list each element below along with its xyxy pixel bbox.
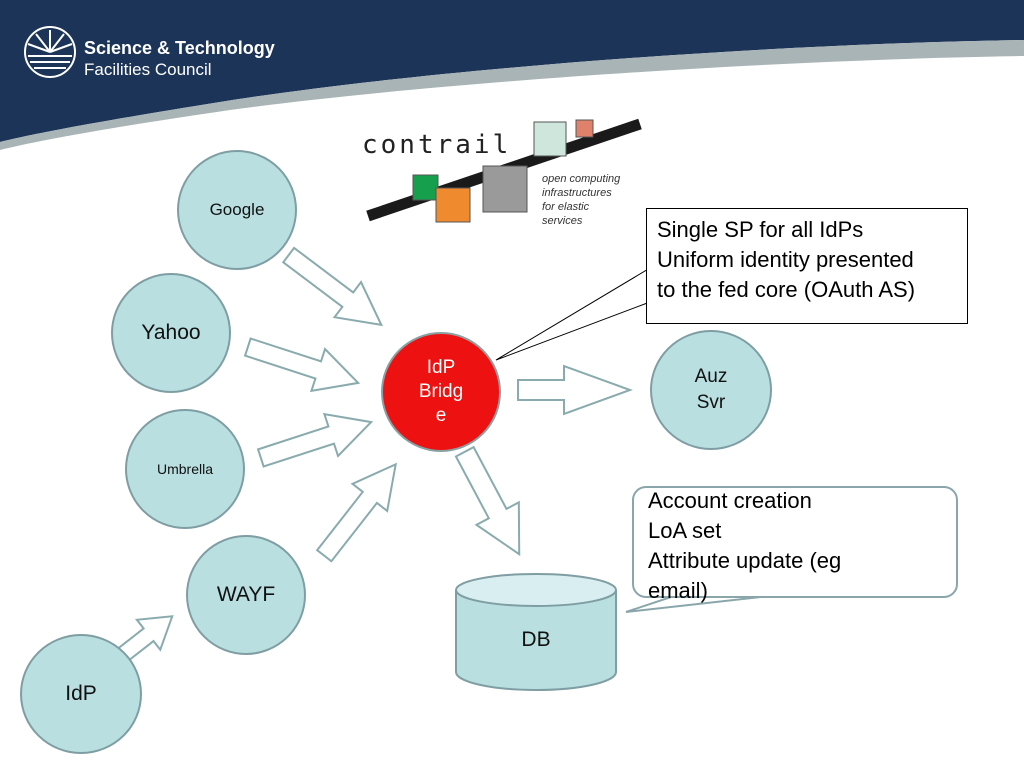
arrow-idp-to-wayf xyxy=(115,615,174,664)
org-name-line1: Science & Technology xyxy=(84,38,275,58)
db-label: DB xyxy=(521,628,551,651)
node-yahoo: Yahoo xyxy=(111,273,231,393)
callout-sp-line: to the fed core (OAuth AS) xyxy=(657,277,916,302)
node-umbrella-label: Umbrella xyxy=(156,461,213,477)
header-banner xyxy=(0,0,1024,150)
callout-pointer-sp xyxy=(495,267,651,361)
callout-single-sp: Single SP for all IdPs Uniform identity … xyxy=(646,208,968,324)
node-bridge-label-line: Bridg xyxy=(418,381,464,402)
callout-sp-line: Uniform identity presented xyxy=(657,247,914,272)
arrow-wayf-to-bridge xyxy=(315,462,398,563)
arrow-google-to-bridge xyxy=(281,246,384,327)
callout-account-creation: Account creation LoA set Attribute updat… xyxy=(632,486,958,603)
node-bridge-label-line: e xyxy=(435,405,447,426)
callout-account-line: Account creation xyxy=(648,488,812,513)
node-google-label: Google xyxy=(209,200,265,219)
org-name-line2: Facilities Council xyxy=(84,60,212,79)
node-umbrella: Umbrella xyxy=(125,409,245,529)
node-wayf-label: WAYF xyxy=(216,583,276,606)
arrow-umbrella-to-bridge xyxy=(256,412,374,468)
db-cylinder xyxy=(455,573,617,691)
tagline-line: services xyxy=(542,215,583,227)
node-idp-bridge: IdP Bridg e xyxy=(381,332,501,452)
callout-account-line: email) xyxy=(648,578,708,603)
callout-sp-line: Single SP for all IdPs xyxy=(657,217,864,242)
node-auz-label-line: Auz xyxy=(694,366,728,387)
node-yahoo-label: Yahoo xyxy=(141,321,201,344)
callout-account-line: LoA set xyxy=(648,518,722,543)
contrail-wordmark: contrail xyxy=(362,130,512,160)
stfc-logo-icon xyxy=(24,26,76,78)
node-wayf: WAYF xyxy=(186,535,306,655)
arrow-bridge-to-auz xyxy=(517,364,633,416)
node-idp: IdP xyxy=(20,634,142,754)
tagline-line: infrastructures xyxy=(542,187,612,199)
node-bridge-label-line: IdP xyxy=(426,357,456,378)
arrow-bridge-to-db xyxy=(454,445,521,557)
node-auz-svr: Auz Svr xyxy=(650,330,772,450)
node-idp-label: IdP xyxy=(65,682,97,705)
node-auz-label-line: Svr xyxy=(696,392,726,413)
tagline-line: for elastic xyxy=(542,201,590,213)
node-google: Google xyxy=(177,150,297,270)
tagline-line: open computing xyxy=(542,173,621,185)
contrail-logo xyxy=(366,118,642,223)
callout-account-line: Attribute update (eg xyxy=(648,548,842,573)
arrow-yahoo-to-bridge xyxy=(243,337,361,393)
contrail-tagline: open computing infrastructures for elast… xyxy=(542,172,620,228)
